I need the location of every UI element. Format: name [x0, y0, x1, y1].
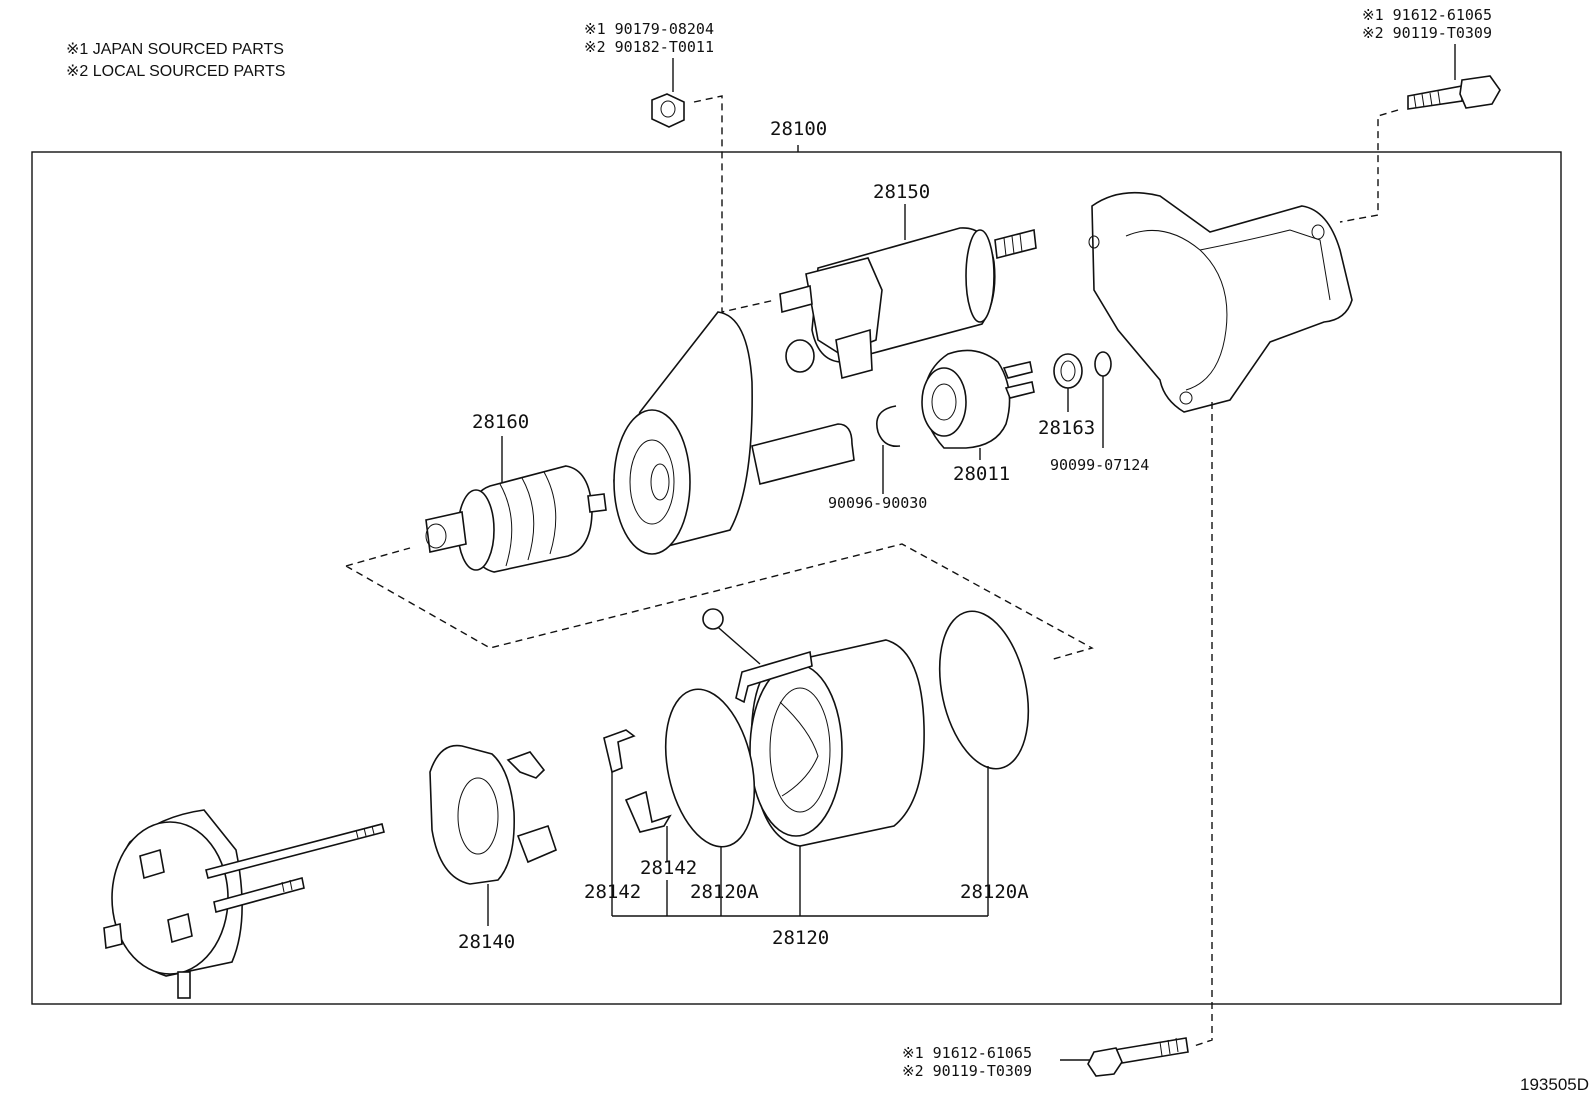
armature-icon	[425, 465, 607, 573]
part-label-90099-07124[interactable]: 90099-07124	[1050, 456, 1149, 474]
through-bolt-lower-icon	[213, 877, 305, 913]
part-label-28163[interactable]: 28163	[1038, 417, 1095, 439]
starter-clutch-icon	[921, 349, 1035, 449]
part-label-28120[interactable]: 28120	[772, 927, 829, 949]
drive-end-housing-icon	[1088, 191, 1353, 413]
note-japan-sourced: ※1 JAPAN SOURCED PARTS	[66, 41, 284, 58]
callout-top-nut-line2[interactable]: ※2 90182-T0011	[584, 38, 714, 56]
brush-spring-upper-icon	[603, 729, 636, 774]
part-label-28011[interactable]: 28011	[953, 463, 1010, 485]
part-label-90096-90030[interactable]: 90096-90030	[828, 494, 927, 512]
part-label-28150[interactable]: 28150	[873, 181, 930, 203]
bushing-28163-icon	[1053, 353, 1083, 389]
callout-bottom-bolt-line1[interactable]: ※1 91612-61065	[902, 1044, 1032, 1062]
part-label-28140[interactable]: 28140	[458, 931, 515, 953]
yoke-assembly-icon	[702, 608, 925, 847]
end-cover-icon	[103, 809, 243, 999]
ring-90099-icon	[1094, 351, 1112, 377]
through-bolt-upper-icon	[205, 823, 385, 879]
part-label-28142-upper[interactable]: 28142	[640, 857, 697, 879]
callout-top-bolt-line1[interactable]: ※1 91612-61065	[1362, 6, 1492, 24]
solenoid-switch-icon	[779, 227, 1037, 380]
part-label-28100[interactable]: 28100	[770, 118, 827, 140]
part-label-28120A-right[interactable]: 28120A	[960, 881, 1029, 903]
part-label-28160[interactable]: 28160	[472, 411, 529, 433]
note-local-sourced: ※2 LOCAL SOURCED PARTS	[66, 63, 285, 80]
part-label-28120A-left[interactable]: 28120A	[690, 881, 759, 903]
callout-bottom-bolt-line2[interactable]: ※2 90119-T0309	[902, 1062, 1032, 1080]
part-label-28142-lower[interactable]: 28142	[584, 881, 641, 903]
output-shaft-icon	[613, 311, 855, 555]
snap-ring-90096-icon	[876, 405, 901, 448]
brush-spring-lower-icon	[624, 790, 672, 833]
brush-holder-icon	[429, 744, 557, 885]
nut-icon	[651, 93, 685, 128]
bolt-icon-top	[1407, 75, 1501, 110]
bolt-icon-bottom	[1087, 1037, 1189, 1077]
o-ring-right-icon	[938, 610, 1030, 770]
o-ring-left-icon	[664, 688, 756, 848]
assembly-frame	[31, 151, 1562, 1005]
callout-top-nut-line1[interactable]: ※1 90179-08204	[584, 20, 714, 38]
figure-id: 193505D	[1520, 1075, 1589, 1094]
callout-top-bolt-line2[interactable]: ※2 90119-T0309	[1362, 24, 1492, 42]
